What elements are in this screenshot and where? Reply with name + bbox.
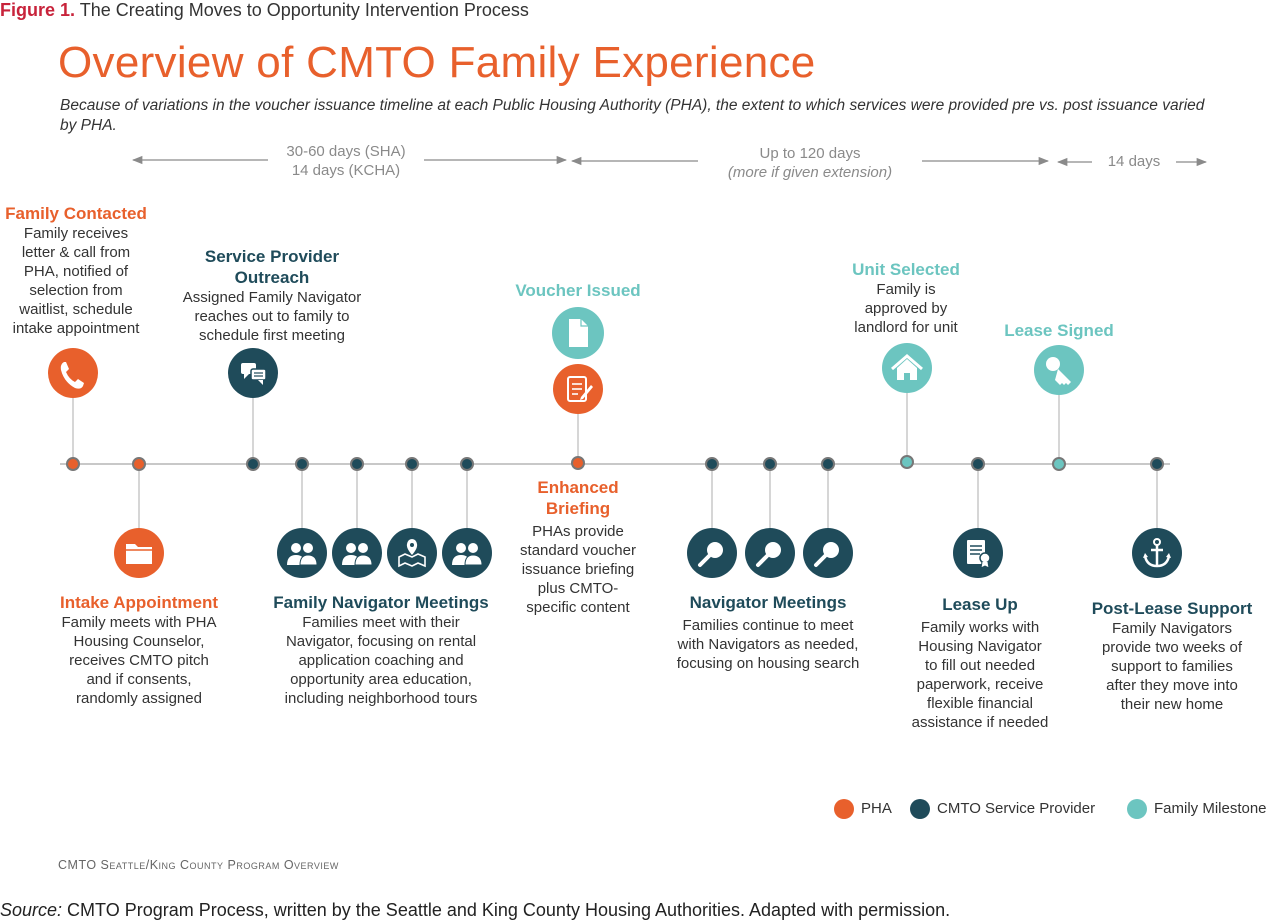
folder-icon (114, 528, 164, 578)
step-intake-appointment: Intake Appointment Family meets with PHA… (59, 593, 219, 707)
search-icon (803, 528, 853, 578)
chat-bubbles-icon (228, 348, 278, 398)
subtitle: Because of variations in the voucher iss… (60, 97, 1205, 134)
step-family-navigator-meetings: Family Navigator Meetings Families meet … (273, 593, 489, 707)
house-icon (882, 343, 932, 393)
people-icon (277, 528, 327, 578)
phone-icon (48, 348, 98, 398)
people-icon (332, 528, 382, 578)
search-icon (745, 528, 795, 578)
step-service-provider-outreach: Service Provider Outreach Assigned Famil… (182, 247, 362, 344)
step-family-contacted: Family Contacted Family receives letter … (5, 204, 147, 337)
program-overview-footer: CMTO Seattle/King County Program Overvie… (58, 858, 339, 872)
step-post-lease-support: Post-Lease Support Family Navigators pro… (1091, 599, 1253, 713)
legend-milestone-label: Family Milestone (1154, 800, 1267, 817)
legend-milestone-dot (1127, 799, 1147, 819)
legend-pha-label: PHA (861, 800, 892, 817)
document-icon (552, 307, 604, 359)
duration-label-1: 30-60 days (SHA) 14 days (KCHA) (286, 143, 406, 179)
step-enhanced-briefing: Enhanced Briefing PHAs provide standard … (520, 478, 636, 616)
duration-label-2: Up to 120 days (more if given extension) (727, 145, 893, 181)
duration-arrows (131, 155, 1208, 167)
legend-pha-dot (834, 799, 854, 819)
clipboard-icon (553, 364, 603, 414)
step-voucher-issued: Voucher Issued (515, 281, 641, 300)
duration-label-3: 14 days (1107, 153, 1161, 170)
figure-caption: Figure 1. The Creating Moves to Opportun… (0, 0, 529, 20)
search-icon (687, 528, 737, 578)
step-lease-signed: Lease Signed (1004, 321, 1114, 340)
step-lease-up: Lease Up Family works with Housing Navig… (911, 595, 1049, 731)
connectors (72, 393, 1158, 528)
timeline-dots (66, 455, 1164, 471)
map-icon (387, 528, 437, 578)
source-note: Source: CMTO Program Process, written by… (0, 900, 951, 920)
step-unit-selected: Unit Selected Family is approved by land… (852, 260, 960, 336)
step-navigator-meetings: Navigator Meetings Families continue to … (676, 593, 860, 672)
legend-provider-label: CMTO Service Provider (937, 800, 1096, 817)
page-title: Overview of CMTO Family Experience (58, 38, 816, 87)
legend-provider-dot (910, 799, 930, 819)
people-icon (442, 528, 492, 578)
key-icon (1034, 345, 1084, 395)
paperwork-icon (953, 528, 1003, 578)
anchor-icon (1132, 528, 1182, 578)
